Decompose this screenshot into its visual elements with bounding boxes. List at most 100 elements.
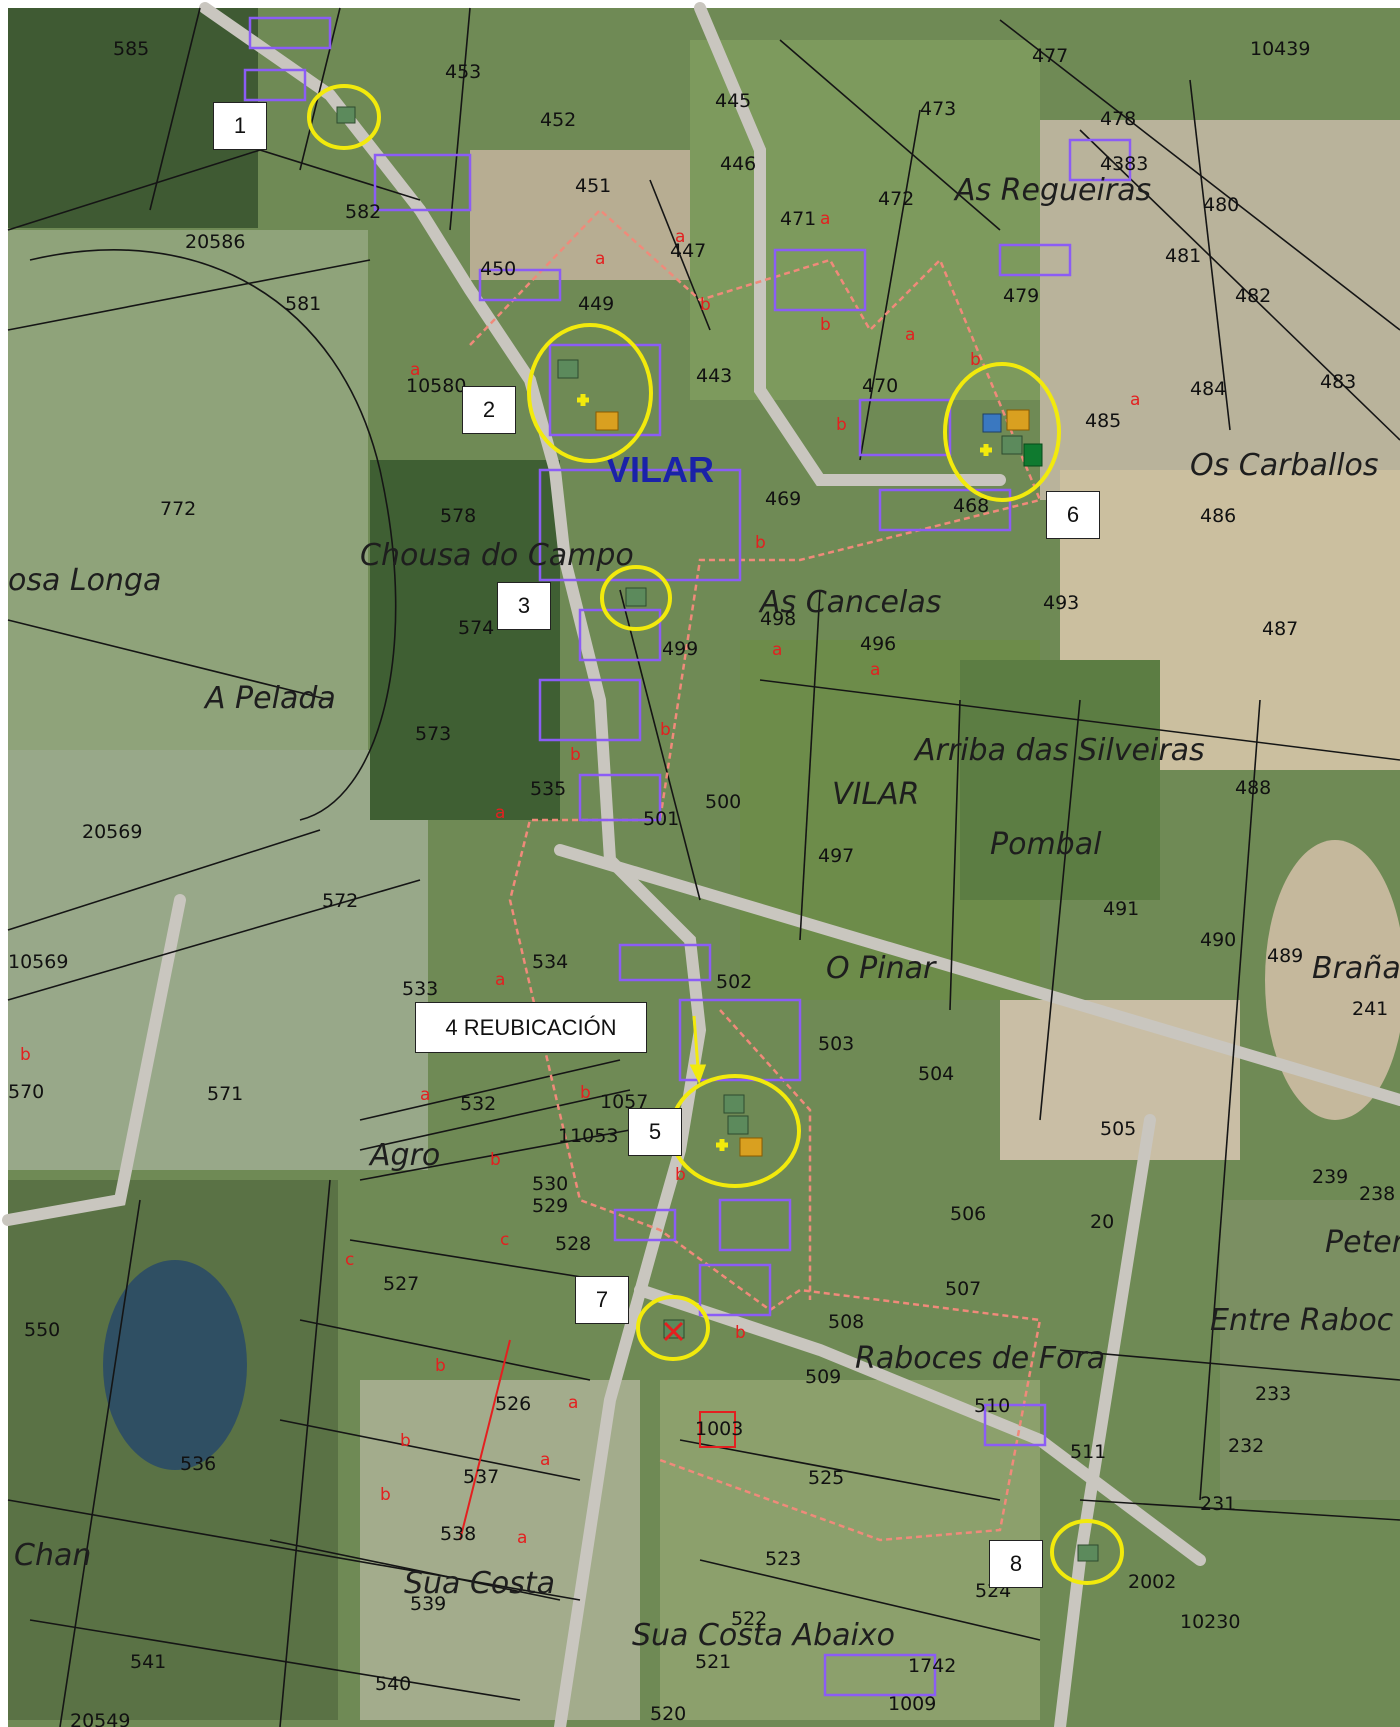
callout-7[interactable]: 7 <box>575 1276 629 1324</box>
svg-text:10569: 10569 <box>8 951 68 973</box>
svg-text:483: 483 <box>1320 371 1356 393</box>
svg-text:578: 578 <box>440 505 476 527</box>
svg-text:1057: 1057 <box>600 1091 648 1113</box>
svg-text:534: 534 <box>532 951 568 973</box>
svg-text:486: 486 <box>1200 505 1236 527</box>
svg-text:522: 522 <box>731 1608 767 1630</box>
container-icons <box>336 106 1099 1562</box>
svg-text:574: 574 <box>458 617 494 639</box>
svg-text:470: 470 <box>862 375 898 397</box>
svg-text:505: 505 <box>1100 1118 1136 1140</box>
svg-text:239: 239 <box>1312 1166 1348 1188</box>
svg-text:b: b <box>660 720 671 740</box>
svg-text:446: 446 <box>720 153 756 175</box>
place-entre-raboces: Entre Raboc <box>1210 1303 1394 1338</box>
svg-text:573: 573 <box>415 723 451 745</box>
svg-text:479: 479 <box>1003 285 1039 307</box>
svg-text:b: b <box>675 1165 686 1185</box>
svg-text:490: 490 <box>1200 929 1236 951</box>
callout-1[interactable]: 1 <box>213 102 267 150</box>
svg-text:20586: 20586 <box>185 231 245 253</box>
svg-text:b: b <box>700 295 711 315</box>
svg-text:4383: 4383 <box>1100 153 1148 175</box>
callout-6[interactable]: 6 <box>1046 491 1100 539</box>
svg-text:536: 536 <box>180 1453 216 1475</box>
svg-text:a: a <box>675 227 685 247</box>
svg-text:b: b <box>490 1150 501 1170</box>
svg-text:535: 535 <box>530 778 566 800</box>
svg-text:772: 772 <box>160 498 196 520</box>
svg-text:2002: 2002 <box>1128 1571 1176 1593</box>
ring-point-3 <box>600 565 672 631</box>
svg-text:493: 493 <box>1043 592 1079 614</box>
svg-text:572: 572 <box>322 890 358 912</box>
svg-text:473: 473 <box>920 98 956 120</box>
yellow-plus-icon <box>577 394 589 406</box>
svg-text:b: b <box>820 315 831 335</box>
svg-text:a: a <box>540 1450 550 1470</box>
svg-text:533: 533 <box>402 978 438 1000</box>
svg-text:501: 501 <box>643 808 679 830</box>
callout-2[interactable]: 2 <box>462 386 516 434</box>
svg-text:491: 491 <box>1103 898 1139 920</box>
callout-3[interactable]: 3 <box>497 582 551 630</box>
place-sua-costa: Sua Costa <box>404 1566 555 1601</box>
place-arriba-das-silveiras: Arriba das Silveiras <box>913 733 1205 768</box>
svg-text:585: 585 <box>113 38 149 60</box>
svg-text:469: 469 <box>765 488 801 510</box>
green-container-icon <box>557 359 579 379</box>
svg-text:520: 520 <box>650 1703 686 1725</box>
svg-text:a: a <box>1130 390 1140 410</box>
svg-text:451: 451 <box>575 175 611 197</box>
green-container-icon <box>727 1115 749 1135</box>
yellow-plus-icon <box>716 1139 728 1151</box>
callout-5[interactable]: 5 <box>628 1108 682 1156</box>
svg-text:a: a <box>820 209 830 229</box>
svg-text:538: 538 <box>440 1523 476 1545</box>
place-pombal: Pombal <box>990 827 1102 862</box>
callout-4-reubicacion[interactable]: 4 REUBICACIÓN <box>415 1002 647 1053</box>
svg-text:478: 478 <box>1100 108 1136 130</box>
yellow-plus-icon <box>980 444 992 456</box>
svg-text:482: 482 <box>1235 285 1271 307</box>
svg-text:484: 484 <box>1190 378 1226 400</box>
svg-text:450: 450 <box>480 258 516 280</box>
svg-text:453: 453 <box>445 61 481 83</box>
svg-text:b: b <box>735 1323 746 1343</box>
svg-text:b: b <box>970 350 981 370</box>
svg-text:20569: 20569 <box>82 821 142 843</box>
svg-text:511: 511 <box>1070 1441 1106 1463</box>
svg-text:1742: 1742 <box>908 1655 956 1677</box>
svg-text:10439: 10439 <box>1250 38 1310 60</box>
svg-text:231: 231 <box>1200 1493 1236 1515</box>
svg-text:525: 525 <box>808 1467 844 1489</box>
svg-text:10580: 10580 <box>406 375 466 397</box>
svg-text:523: 523 <box>765 1548 801 1570</box>
svg-text:507: 507 <box>945 1278 981 1300</box>
orange-container-icon <box>595 411 619 431</box>
svg-text:528: 528 <box>555 1233 591 1255</box>
svg-text:a: a <box>772 640 782 660</box>
place-brana: Braña <box>1312 951 1400 986</box>
svg-text:489: 489 <box>1267 945 1303 967</box>
svg-text:447: 447 <box>670 240 706 262</box>
red-x-icon <box>663 1321 684 1342</box>
svg-text:527: 527 <box>383 1273 419 1295</box>
svg-text:a: a <box>517 1528 527 1548</box>
svg-text:443: 443 <box>696 365 732 387</box>
svg-text:b: b <box>20 1045 31 1065</box>
svg-text:a: a <box>595 249 605 269</box>
svg-text:540: 540 <box>375 1673 411 1695</box>
callout-8[interactable]: 8 <box>989 1540 1043 1588</box>
svg-text:508: 508 <box>828 1311 864 1333</box>
svg-text:b: b <box>580 1083 591 1103</box>
svg-text:1009: 1009 <box>888 1693 936 1715</box>
svg-text:539: 539 <box>410 1593 446 1615</box>
svg-text:504: 504 <box>918 1063 954 1085</box>
place-as-regueiras: As Regueiras <box>953 173 1151 208</box>
svg-text:a: a <box>495 803 505 823</box>
svg-text:581: 581 <box>285 293 321 315</box>
svg-text:a: a <box>568 1393 578 1413</box>
svg-text:472: 472 <box>878 188 914 210</box>
